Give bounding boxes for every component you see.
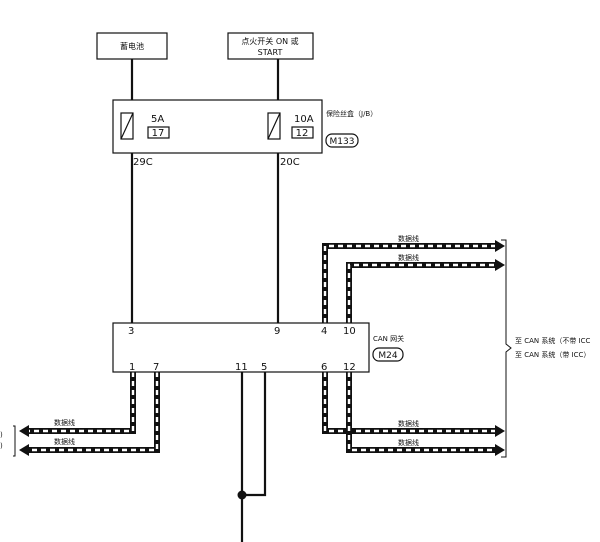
data-line-left-lower bbox=[19, 372, 160, 456]
gateway-connector: M24 bbox=[372, 347, 404, 362]
pin-bottom-5: 5 bbox=[261, 362, 267, 373]
data-line-label-r1: 数据线 bbox=[398, 234, 419, 243]
fuse-b-terminal: 20C bbox=[280, 157, 300, 168]
fuse-block-connector: M133 bbox=[325, 133, 359, 148]
right-target-line2: 至 CAN 系统（带 ICC） bbox=[515, 350, 590, 359]
right-target-brace bbox=[501, 239, 512, 458]
data-line-label-r4: 数据线 bbox=[398, 438, 419, 447]
fuse-b-number-box bbox=[291, 126, 314, 139]
pin-top-3: 3 bbox=[128, 326, 134, 337]
fuse-a-number-box bbox=[147, 126, 170, 139]
data-line-right-upper2 bbox=[346, 259, 505, 323]
data-line-label-l2: 数据线 bbox=[54, 437, 75, 446]
wire-pin5-ground bbox=[242, 372, 267, 497]
data-line-label-l1: 数据线 bbox=[54, 418, 75, 427]
pin-top-4: 4 bbox=[321, 326, 327, 337]
left-target-brace bbox=[13, 425, 16, 457]
pin-bottom-1: 1 bbox=[129, 362, 135, 373]
pin-top-10: 10 bbox=[343, 326, 356, 337]
gateway-connector-label: M24 bbox=[378, 351, 397, 361]
pin-bottom-11: 11 bbox=[235, 362, 248, 373]
battery-source: 蓄电池 bbox=[96, 32, 168, 60]
fuse-b-number: 12 bbox=[296, 128, 309, 139]
left-target-line2: ) bbox=[0, 442, 3, 450]
battery-label: 蓄电池 bbox=[120, 41, 144, 51]
pin-bottom-7: 7 bbox=[153, 362, 159, 373]
ignition-label-line2: START bbox=[258, 48, 283, 57]
data-line-right-lower bbox=[322, 372, 505, 437]
fuse-a-number: 17 bbox=[152, 128, 165, 139]
ignition-label-line1: 点火开关 ON 或 bbox=[241, 36, 298, 46]
right-target-line1: 至 CAN 系统（不带 ICC bbox=[515, 336, 591, 345]
data-line-label-r2: 数据线 bbox=[398, 253, 419, 262]
data-line-left-upper bbox=[19, 372, 136, 437]
fuse-block: 5A 17 10A 12 bbox=[112, 99, 323, 154]
fuse-block-connector-label: M133 bbox=[330, 137, 355, 147]
data-line-right-lower2 bbox=[346, 372, 505, 456]
fuse-a-terminal: 29C bbox=[133, 157, 153, 168]
pin-bottom-6: 6 bbox=[321, 362, 327, 373]
pin-top-9: 9 bbox=[274, 326, 280, 337]
ground-junction-dot bbox=[237, 490, 247, 500]
fuse-block-label: 保险丝盒（J/B） bbox=[326, 109, 377, 118]
fuse-a-rating: 5A bbox=[151, 114, 164, 125]
data-line-label-r3: 数据线 bbox=[398, 419, 419, 428]
data-line-right-upper bbox=[322, 240, 505, 323]
fuse-b-rating: 10A bbox=[294, 114, 314, 125]
left-target-line1: ) bbox=[0, 431, 3, 439]
ignition-source: 点火开关 ON 或 START bbox=[227, 32, 314, 60]
can-gateway bbox=[112, 322, 370, 373]
pin-bottom-12: 12 bbox=[343, 362, 356, 373]
gateway-label: CAN 网关 bbox=[373, 334, 404, 343]
